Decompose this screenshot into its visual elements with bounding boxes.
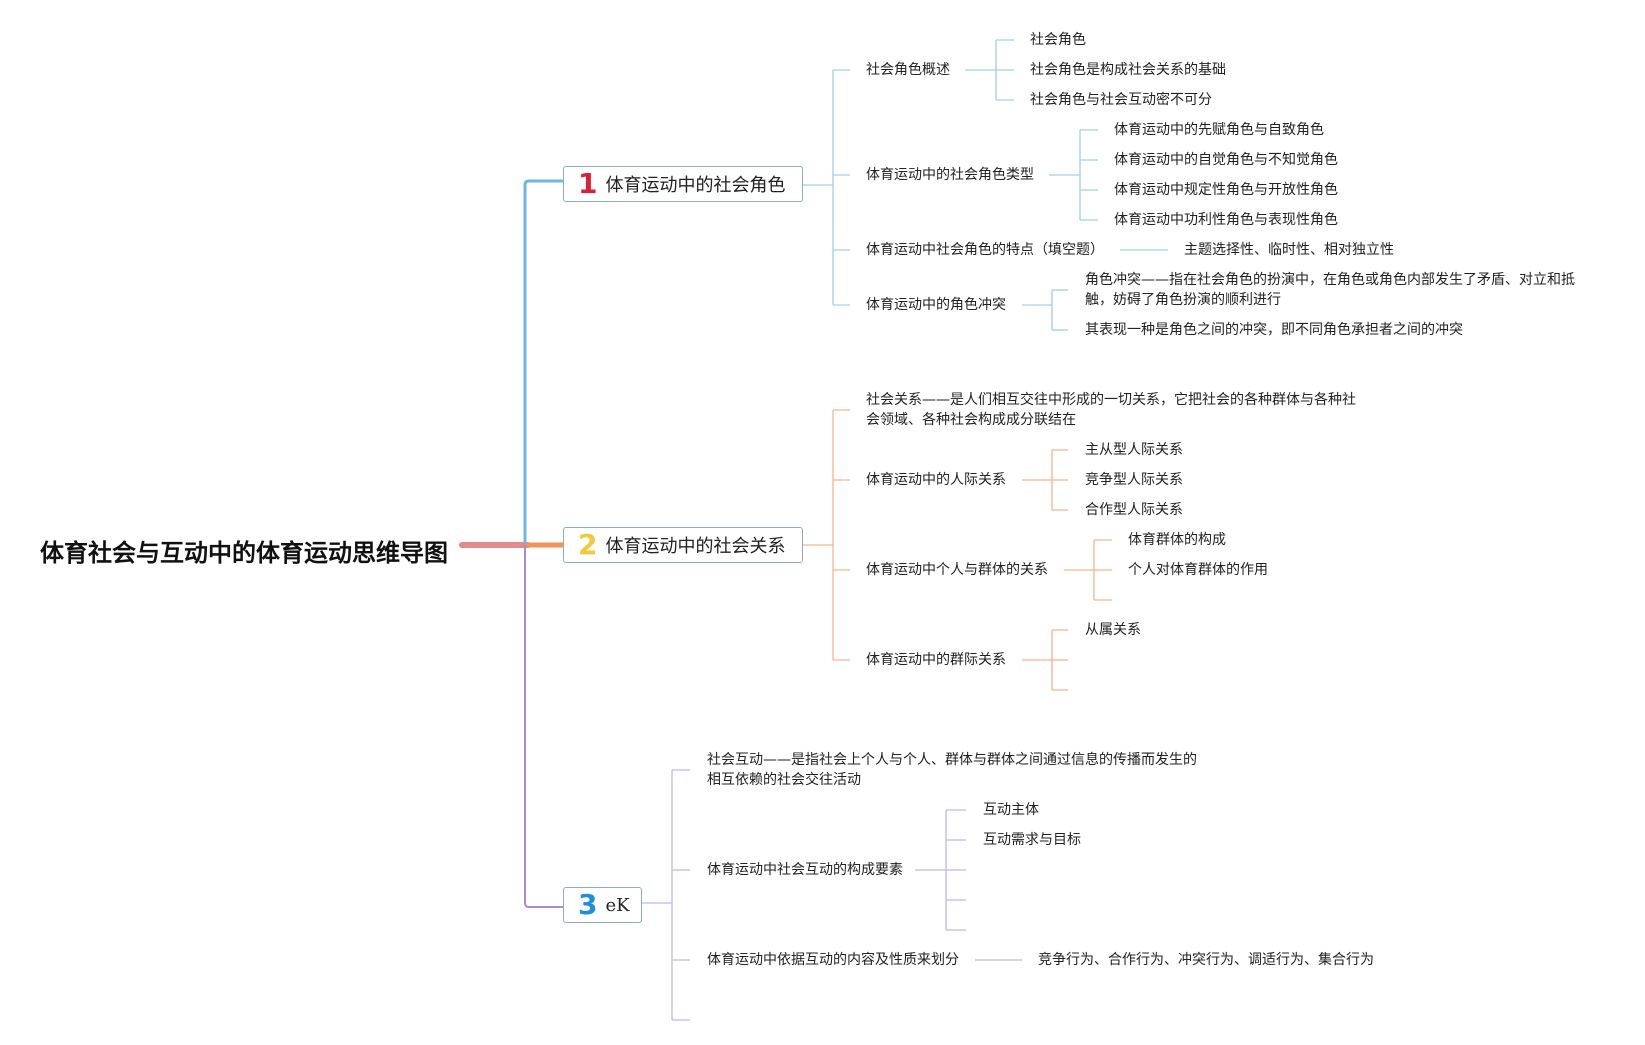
leaf-topic[interactable]: 竞争行为、合作行为、冲突行为、调适行为、集合行为 xyxy=(1038,952,1374,968)
leaf-topic[interactable]: 竞争型人际关系 xyxy=(1085,472,1183,488)
leaf-topic[interactable]: 互动主体 xyxy=(983,802,1039,818)
topic-role-conflict[interactable]: 体育运动中的角色冲突 xyxy=(866,297,1006,313)
branch-label: eK xyxy=(605,894,630,916)
branch-label: 体育运动中的社会关系 xyxy=(605,536,786,557)
leaf-topic[interactable]: 体育运动中的自觉角色与不知觉角色 xyxy=(1114,152,1338,168)
topic-role-features[interactable]: 体育运动中社会角色的特点（填空题） xyxy=(866,242,1104,258)
branch-node-social-relations[interactable]: 2 体育运动中的社会关系 xyxy=(563,527,803,563)
leaf-topic[interactable]: 主从型人际关系 xyxy=(1085,442,1183,458)
topic-role-overview[interactable]: 社会角色概述 xyxy=(866,62,950,78)
leaf-topic[interactable]: 从属关系 xyxy=(1085,622,1141,638)
mindmap-title: 体育社会与互动中的体育运动思维导图 xyxy=(40,539,448,567)
topic-interaction-classification[interactable]: 体育运动中依据互动的内容及性质来划分 xyxy=(707,952,959,968)
leaf-topic[interactable]: 社会角色 xyxy=(1030,32,1086,48)
number-badge: 2 xyxy=(578,528,598,561)
leaf-topic[interactable]: 合作型人际关系 xyxy=(1085,502,1183,518)
leaf-topic[interactable]: 社会角色是构成社会关系的基础 xyxy=(1030,62,1226,78)
leaf-topic[interactable]: 互动需求与目标 xyxy=(983,832,1081,848)
topic-social-relation-def[interactable]: 社会关系——是人们相互交往中形成的一切关系，它把社会的各种群体与各种社会领域、各… xyxy=(866,392,1356,428)
topic-role-types[interactable]: 体育运动中的社会角色类型 xyxy=(866,167,1034,183)
number-badge: 1 xyxy=(578,167,598,200)
topic-social-interaction-def[interactable]: 社会互动——是指社会上个人与个人、群体与群体之间通过信息的传播而发生的相互依赖的… xyxy=(707,752,1197,788)
leaf-topic[interactable]: 主题选择性、临时性、相对独立性 xyxy=(1184,242,1394,258)
leaf-topic[interactable]: 社会角色与社会互动密不可分 xyxy=(1030,92,1212,108)
leaf-topic[interactable]: 角色冲突——指在社会角色的扮演中，在角色或角色内部发生了矛盾、对立和抵触，妨碍了… xyxy=(1085,272,1575,308)
leaf-topic[interactable]: 个人对体育群体的作用 xyxy=(1128,562,1268,578)
leaf-topic[interactable]: 体育运动中功利性角色与表现性角色 xyxy=(1114,212,1338,228)
leaf-topic[interactable]: 体育运动中规定性角色与开放性角色 xyxy=(1114,182,1338,198)
branch-node-social-roles[interactable]: 1 体育运动中的社会角色 xyxy=(563,166,803,202)
branch-node-ek[interactable]: 3 eK xyxy=(563,887,642,923)
branch-label: 体育运动中的社会角色 xyxy=(605,175,786,196)
topic-individual-group[interactable]: 体育运动中个人与群体的关系 xyxy=(866,562,1048,578)
leaf-topic[interactable]: 体育运动中的先赋角色与自致角色 xyxy=(1114,122,1324,138)
topic-intergroup[interactable]: 体育运动中的群际关系 xyxy=(866,652,1006,668)
leaf-topic[interactable]: 体育群体的构成 xyxy=(1128,532,1226,548)
topic-interaction-elements[interactable]: 体育运动中社会互动的构成要素 xyxy=(707,862,903,878)
topic-interpersonal[interactable]: 体育运动中的人际关系 xyxy=(866,472,1006,488)
leaf-topic[interactable]: 其表现一种是角色之间的冲突，即不同角色承担者之间的冲突 xyxy=(1085,322,1463,338)
number-badge: 3 xyxy=(578,888,598,921)
